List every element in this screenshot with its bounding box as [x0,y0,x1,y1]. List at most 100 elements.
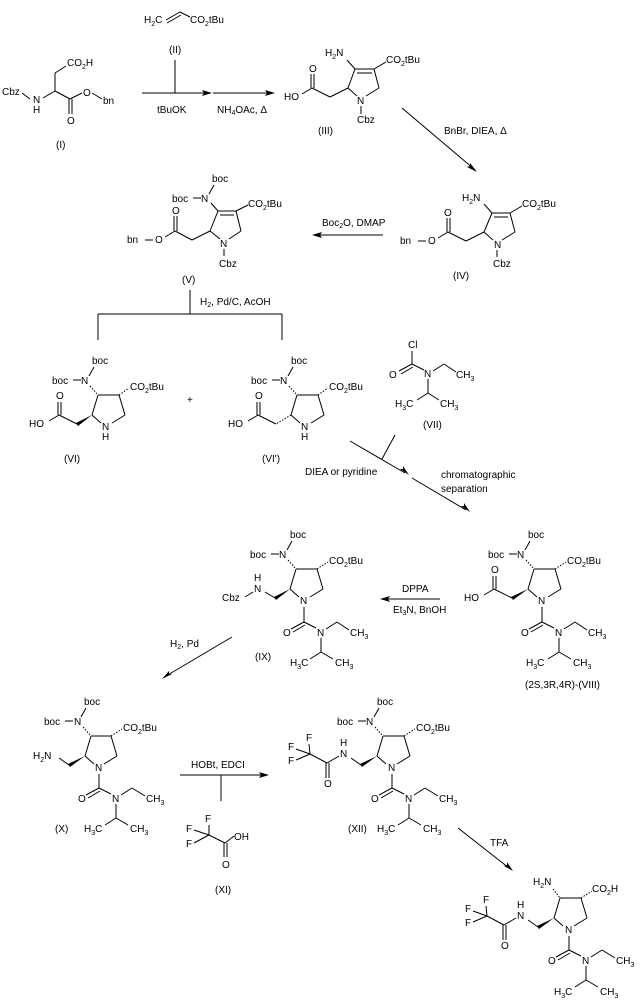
arrow-step-4: Boc2O, DMAP [312,218,386,238]
arrowhead [461,503,470,512]
bond [104,817,117,826]
atom-label: CO2H [592,884,618,897]
bond [373,61,387,70]
atom-label: F [465,904,471,915]
arrow-step-2: NH4OAc, Δ [213,90,275,117]
bond [350,757,362,766]
atom-label: N [102,422,109,433]
arrow-step-3: BnBr, DIEA, Δ [401,107,507,172]
arrowhead [312,232,322,238]
atom-label: O [444,208,452,219]
bond [303,621,317,629]
bond [54,65,67,74]
bond [483,203,493,214]
compound-VII: Cl O N CH3 H3C CH3 (VII) [389,340,474,431]
bond [397,817,410,826]
compound-label: (XII) [348,824,367,835]
compound-label: (VII) [423,420,442,431]
bond [264,591,276,599]
bond [347,68,356,89]
condition-text: H2, Pd/C, AcOH [200,297,271,309]
atom-label: F [186,824,192,835]
bond [84,755,95,765]
hash-bond [110,728,123,737]
atom-label: OH [234,832,249,843]
hash-bond [554,561,567,570]
atom-label: N [201,194,208,205]
hash-bond [82,726,92,737]
atom-label: N [357,96,364,107]
condition-text: NH4OAc, Δ [217,105,267,117]
bond [501,231,516,241]
atom-label: CO2tBu [123,723,157,736]
atom-label: HO [284,92,299,103]
compound-label: (V) [182,275,195,286]
atom-label: H3C [554,987,572,1000]
bond [553,897,561,919]
bond [483,212,493,233]
compound-VI-prime: boc boc N CO2tBu N H O HO (VI') [228,356,363,465]
atom-label: HO [464,593,479,604]
compound-label: (I) [56,140,65,151]
atom-label: N [582,956,589,967]
atom-label: CH3 [423,824,441,837]
atom-label: N [405,794,412,805]
bond [308,743,311,755]
atom-label: CH3 [616,956,634,969]
atom-label: O [155,235,163,246]
atom-label: boc [251,376,267,387]
arrowhead [259,772,269,778]
atom-label: CH3 [350,628,368,641]
condition-text: BnBr, DIEA, Δ [444,126,507,137]
hash-bond [316,561,329,570]
atom-label: N [424,369,431,380]
bond [235,204,249,212]
bond [292,624,306,633]
bond [164,230,176,238]
bond [553,917,564,927]
bond [286,540,293,551]
bond [465,231,485,242]
atom-label: H3C [526,658,544,671]
bond [91,394,99,416]
bond [411,363,425,371]
bond [309,651,322,660]
compound-label: (IV) [453,271,469,282]
atom-label: F [483,895,489,906]
atom-label: CH3 [130,824,148,837]
hash-bond [374,726,384,737]
compound-label: (VI) [64,454,80,465]
compound-label: (2S,3R,4R)-(VIII) [525,680,600,691]
atom-label: boc [488,550,504,561]
bond [208,184,215,195]
bond [528,621,543,630]
condition-text: TFA [490,838,509,849]
bond [80,707,87,718]
atom-label: N [388,763,395,774]
bond [530,624,544,633]
hash-bond [288,385,298,396]
bond [290,414,301,424]
bond [509,212,516,233]
condition-text: DPPA [402,584,429,595]
reagent-line [381,434,396,460]
bond [210,202,219,212]
bond [179,11,191,18]
atom-label: O [324,779,332,790]
atom-label: N [112,794,119,805]
bond [400,366,414,375]
bond [336,621,350,631]
compound-IV: H2N CO2tBu N Cbz O O bn (IV) [400,193,556,282]
bond [503,917,517,926]
bond [493,588,513,599]
bond [424,787,439,797]
bond [193,834,210,844]
arrow-step-11: TFA [457,827,513,871]
compound-label: (III) [318,126,333,137]
atom-label: boc [92,356,108,367]
atom-label: N [95,763,102,774]
condition-text: tBuOK [157,105,187,116]
bond [554,568,562,590]
atom-label: HO [29,419,44,430]
